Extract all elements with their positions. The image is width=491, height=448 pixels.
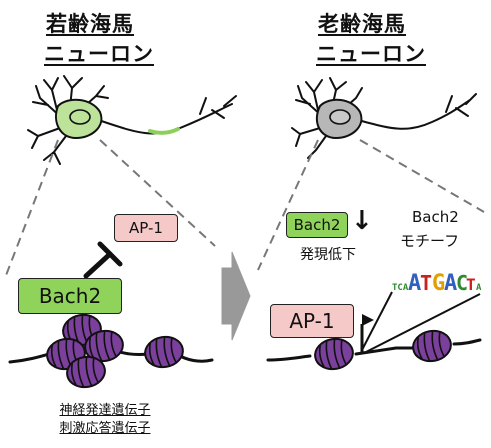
young-neuron-icon <box>27 75 237 165</box>
aged-bach2-box: Bach2 <box>286 212 348 238</box>
young-nucleosomes <box>43 310 187 392</box>
motif-label-line1: Bach2 <box>412 208 459 226</box>
young-bach2-box: Bach2 <box>18 278 122 314</box>
svg-text:A: A <box>476 283 482 293</box>
svg-text:TCA: TCA <box>392 283 409 293</box>
stimulus-response-genes-label: 刺激応答遺伝子 <box>59 421 151 436</box>
reduced-expression-label: 発現低下 <box>300 247 356 263</box>
young-gene-caption: 神経発達遺伝子 刺激応答遺伝子 <box>30 402 180 438</box>
aged-title-line1: 老齢海馬 <box>318 12 406 36</box>
repression-bar-icon <box>83 241 123 279</box>
aged-neuron-icon <box>291 77 477 159</box>
svg-text:A: A <box>444 271 457 296</box>
svg-text:G: G <box>432 271 445 296</box>
motif-label-line2: モチーフ <box>400 232 460 250</box>
bach2-motif-logo-icon: TCA A T G A C T A <box>392 271 482 296</box>
svg-text:T: T <box>466 275 476 294</box>
svg-text:A: A <box>408 271 421 296</box>
young-title-line1: 若齢海馬 <box>46 12 134 36</box>
svg-text:C: C <box>456 271 468 295</box>
aged-title-line2: ニューロン <box>316 42 426 66</box>
svg-text:T: T <box>420 271 432 295</box>
zoom-lines <box>4 139 485 279</box>
young-title-line2: ニューロン <box>44 42 154 66</box>
neurodevelopment-genes-label: 神経発達遺伝子 <box>59 403 151 418</box>
motif-callout-lines <box>361 291 481 353</box>
young-ap1-box: AP-1 <box>114 214 178 242</box>
transition-arrow-icon <box>221 251 251 341</box>
aged-dna-strand <box>266 338 482 362</box>
down-arrow-icon: ↓ <box>351 206 373 236</box>
transcription-start-icon <box>360 314 374 352</box>
aged-ap1-box: AP-1 <box>270 304 354 338</box>
